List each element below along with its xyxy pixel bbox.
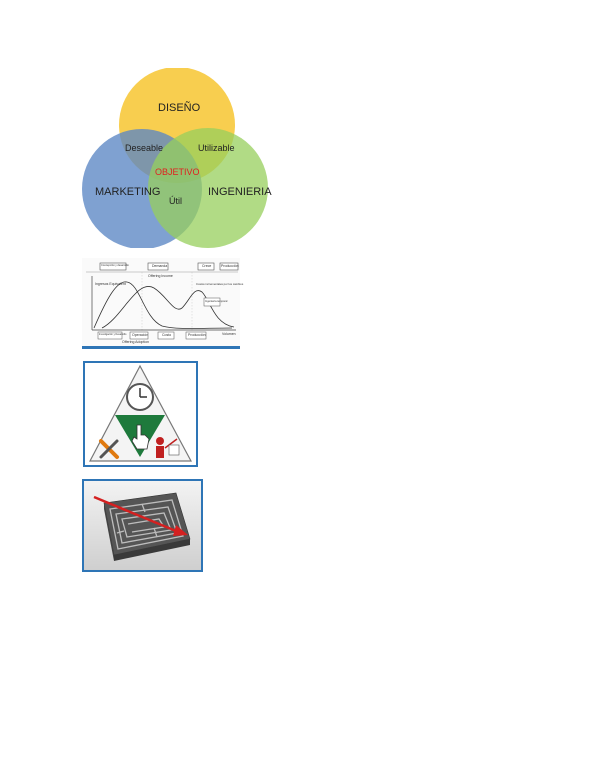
curve-chart-image: Concepción y desarrollo Demanda Crece Pr… (82, 258, 244, 349)
header-box-1: Concepción y desarrollo (101, 264, 129, 267)
useful-label: Útil (169, 196, 182, 206)
bottom-box-3: Costo (162, 333, 172, 337)
curve-title: Offering Income (148, 274, 173, 278)
design-label: DISEÑO (158, 102, 201, 114)
left-label: Ingresos Equivalent (95, 282, 126, 286)
bottom-box-1: Investigación y Desarrollo (99, 333, 127, 336)
time-usability-triangle-icon (89, 364, 193, 462)
venn-circles (82, 68, 268, 248)
engineering-label: INGENIERIA (208, 186, 272, 198)
time-usability-triangle-image (83, 361, 198, 467)
bottom-box-4: Producción (188, 333, 206, 337)
usable-label: Utilizable (198, 143, 235, 153)
marketing-label: MARKETING (95, 186, 161, 198)
maze-arrow-icon (93, 492, 191, 561)
header-box-4: Producción (221, 264, 239, 268)
maze-image (82, 479, 203, 572)
objective-label: OBJETIVO (155, 167, 200, 177)
venn-diagram: DISEÑO MARKETING INGENIERIA Deseable Uti… (80, 68, 272, 248)
axis-right-label: Volumen (222, 332, 236, 336)
curve-chart-graphic (86, 262, 239, 340)
engineering-circle (148, 128, 268, 248)
bottom-box-2: Operación (132, 333, 149, 337)
desirable-label: Deseable (125, 143, 164, 153)
right-box-label: Ingeniería temporal (205, 300, 228, 303)
bottom-title: Offering Adoption (122, 340, 149, 344)
header-box-2: Demanda (152, 264, 168, 268)
right-label: Costos incrementales por los cambios (196, 282, 244, 286)
header-box-3: Crece (202, 264, 212, 268)
